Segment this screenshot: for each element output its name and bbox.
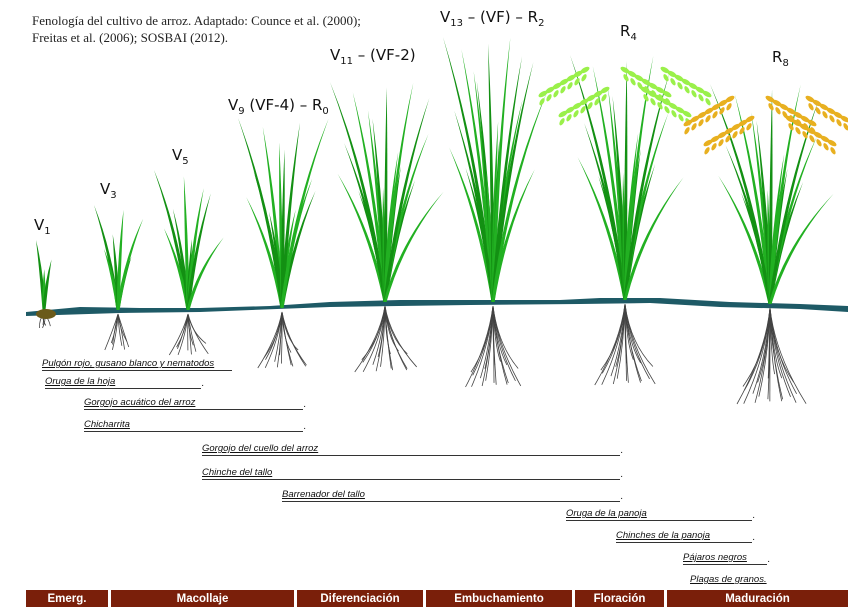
- plant-r8: [682, 84, 848, 404]
- phase-diferenciacion: Diferenciación: [297, 590, 423, 607]
- plant-r4: [537, 55, 712, 385]
- water-surface: [26, 298, 848, 316]
- pest-line-oruga-panoja: Oruga de la panoja.: [566, 508, 752, 521]
- phase-maduracion: Maduración: [667, 590, 848, 607]
- pest-line-pajaros: Pájaros negros.: [683, 552, 767, 565]
- pest-line-plagas-granos: Plagas de granos.: [690, 574, 776, 586]
- plant-v13: [443, 37, 547, 387]
- pest-line-chinche-tallo: Chinche del tallo.: [202, 467, 620, 480]
- plant-v5: [154, 170, 224, 355]
- pest-line-oruga-hoja: Oruga de la hoja.: [45, 376, 201, 389]
- phase-bar: Emerg. Macollaje Diferenciación Embucham…: [26, 590, 848, 607]
- pest-line-chinches-panoja: Chinches de la panoja.: [616, 530, 752, 543]
- rice-plant-illustration: [0, 0, 848, 420]
- pest-line-gorgojo-cuello: Gorgojo del cuello del arroz.: [202, 443, 620, 456]
- pest-line-barrenador: Barrenador del tallo.: [282, 489, 620, 502]
- pest-line-pulgon: Pulgón rojo, gusano blanco y nematodos: [42, 358, 232, 371]
- phase-floracion: Floración: [575, 590, 664, 607]
- seed-icon: [36, 309, 56, 319]
- plant-v9: [238, 118, 329, 368]
- phase-macollaje: Macollaje: [111, 590, 294, 607]
- plant-v11: [330, 82, 444, 372]
- plant-v3: [94, 205, 143, 350]
- pest-line-gorgojo-acuatico: Gorgojo acuático del arroz.: [84, 397, 303, 410]
- phase-embuchamiento: Embuchamiento: [426, 590, 572, 607]
- pest-line-chicharrita: Chicharrita.: [84, 419, 303, 432]
- phase-emergencia: Emerg.: [26, 590, 108, 607]
